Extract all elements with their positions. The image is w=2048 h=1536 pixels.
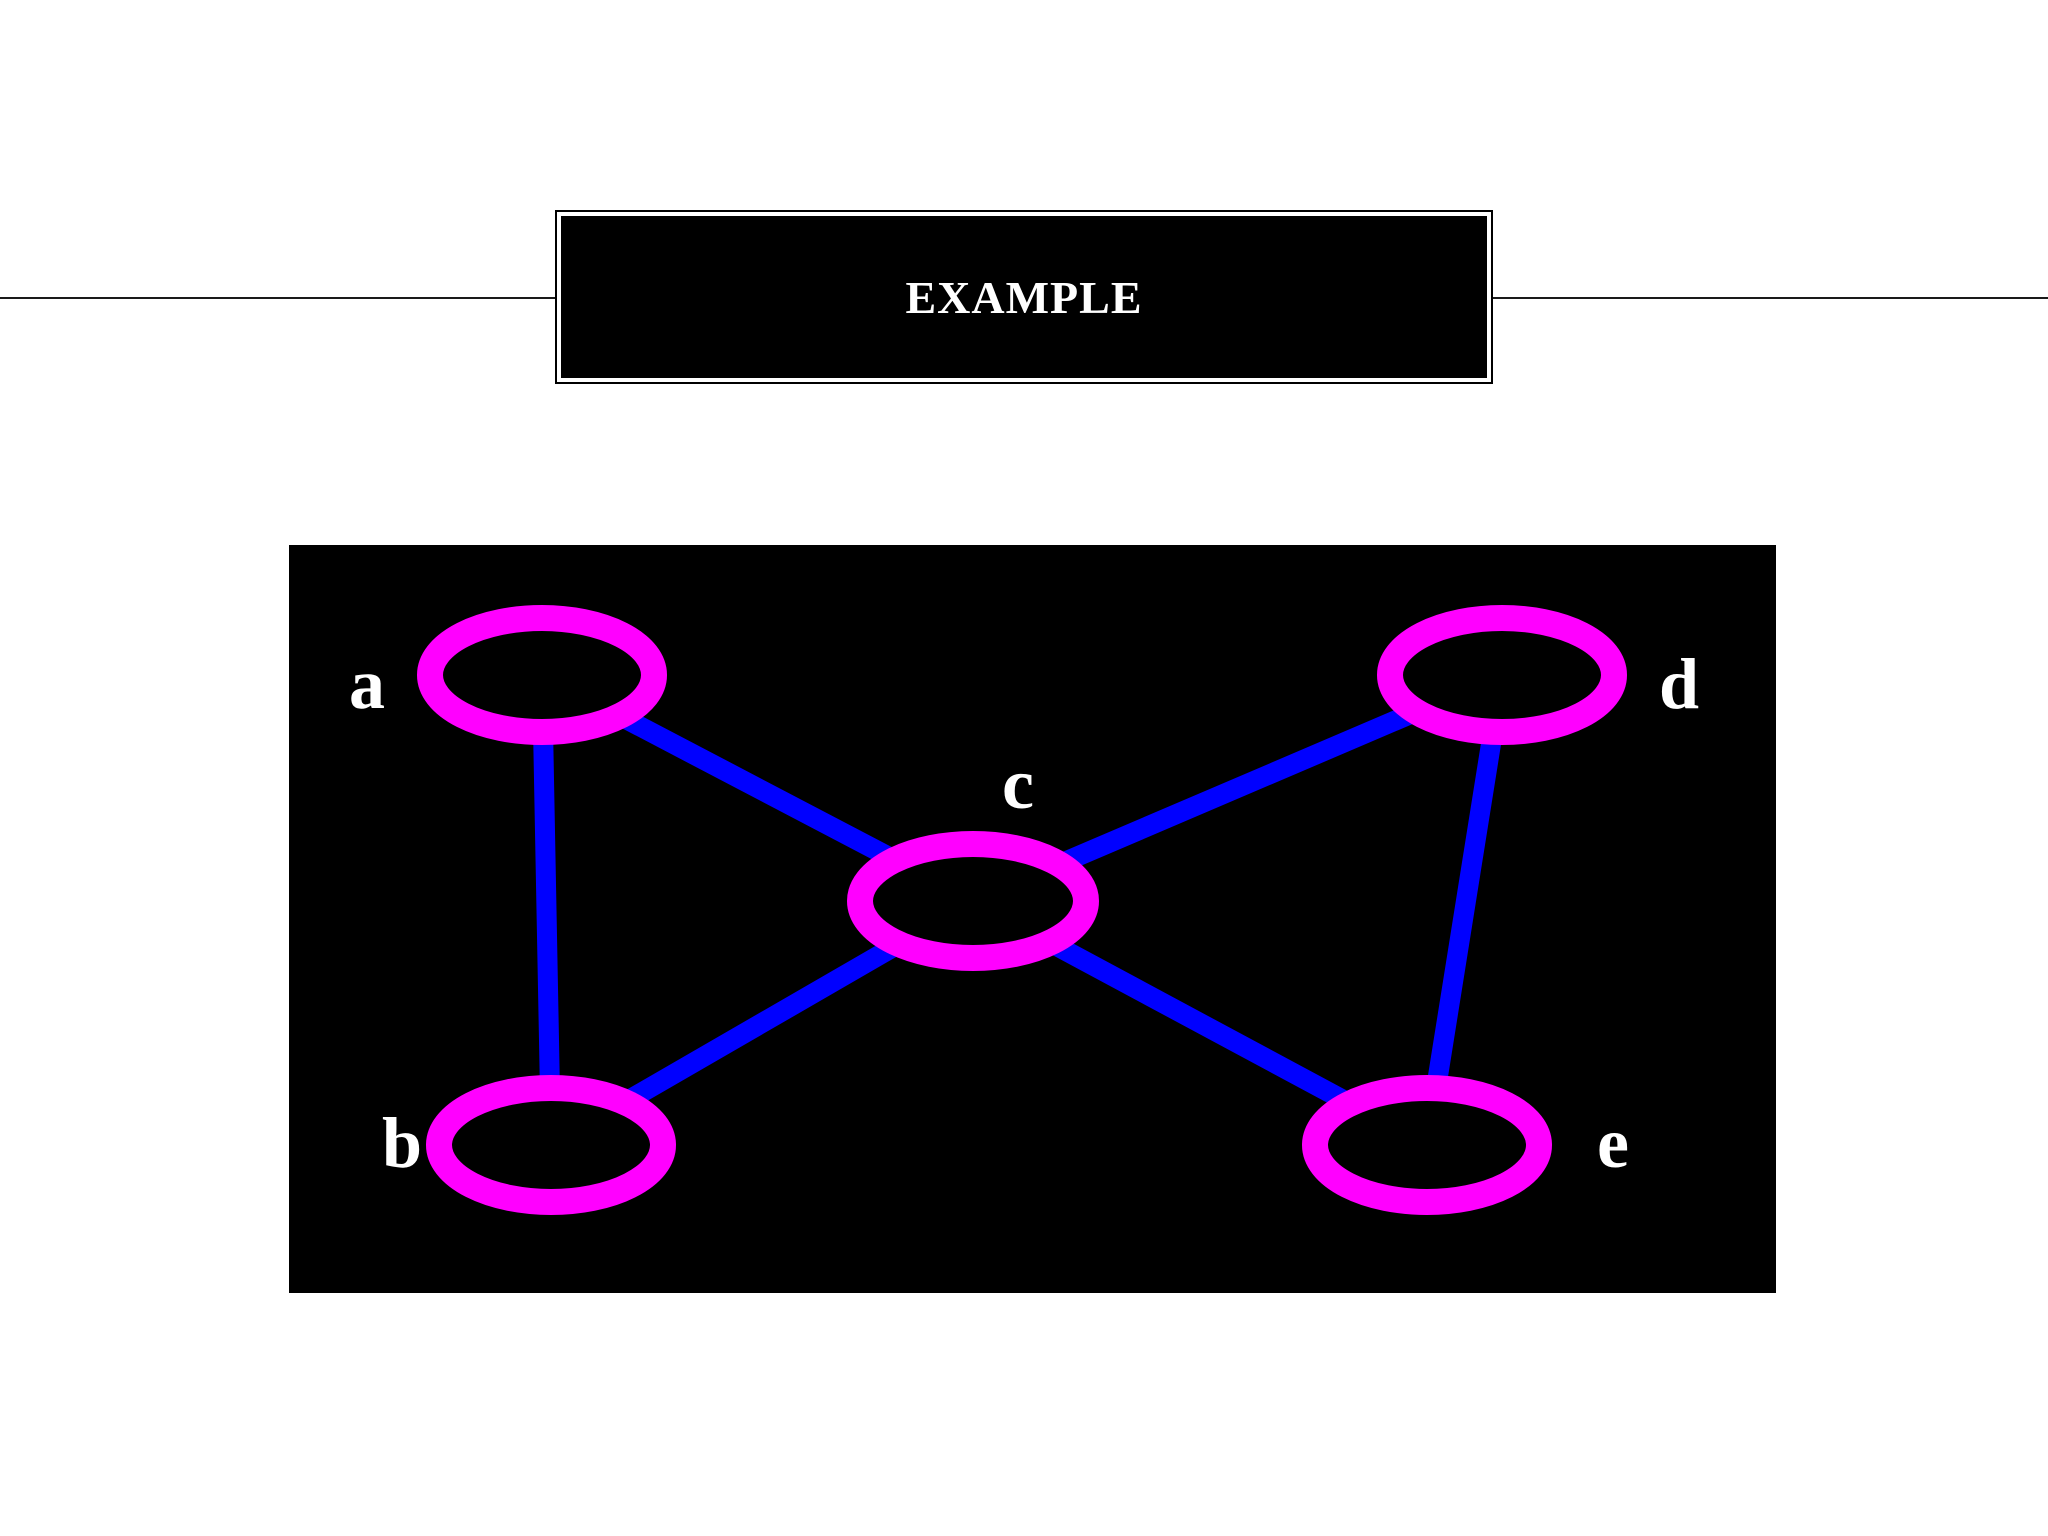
title-rule-right (1492, 297, 2048, 299)
node-label-b: b (382, 1103, 422, 1183)
label-layer: a b c d e (349, 644, 1699, 1183)
node-layer (417, 605, 1627, 1215)
node-e (1302, 1075, 1552, 1215)
node-label-d: d (1659, 644, 1699, 724)
graph-diagram: a b c d e (289, 545, 1776, 1293)
edge-d-e (1417, 673, 1512, 1147)
node-label-c: c (1002, 744, 1034, 824)
edge-a-b (532, 674, 561, 1146)
slide-title: EXAMPLE (905, 271, 1143, 323)
node-label-e: e (1597, 1103, 1629, 1183)
title-rule-left (0, 297, 556, 299)
node-c (847, 831, 1099, 971)
title-box-inner: EXAMPLE (561, 216, 1487, 378)
node-b (426, 1075, 676, 1215)
graph-canvas: a b c d e (349, 605, 1699, 1215)
node-a (417, 605, 667, 745)
title-box: EXAMPLE (555, 210, 1493, 384)
node-label-a: a (349, 644, 385, 724)
node-d (1377, 605, 1627, 745)
